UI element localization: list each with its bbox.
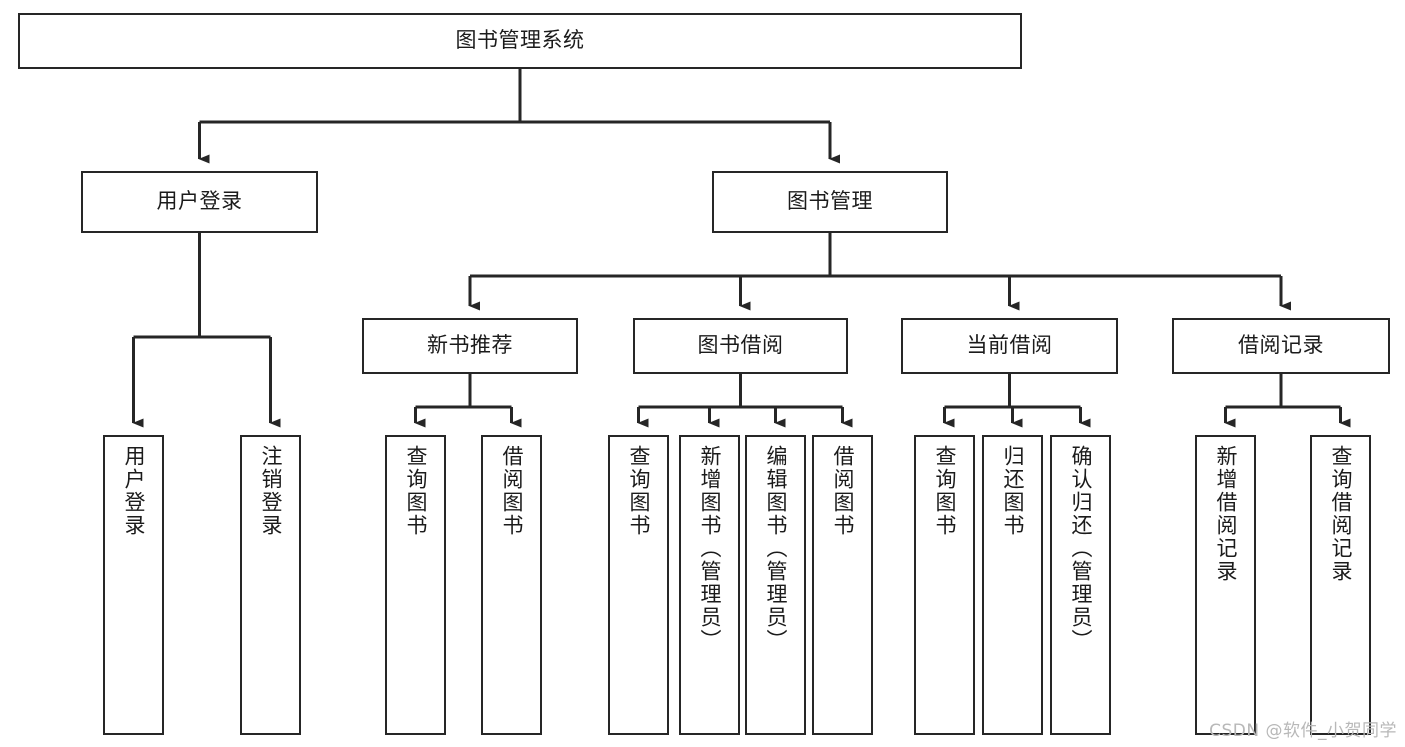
node-leaf-query-book-1[interactable]: 查询图书: [385, 435, 446, 735]
node-label-new-book-rec: 新书推荐: [427, 333, 513, 358]
node-label-leaf-confirm-return: 确认归还（管理员）: [1068, 445, 1093, 652]
node-label-leaf-borrow-book-2: 借阅图书: [830, 445, 855, 537]
watermark-label: CSDN @软件_小贺同学: [1209, 721, 1397, 741]
node-label-leaf-borrow-book-1: 借阅图书: [499, 445, 524, 537]
node-leaf-edit-book[interactable]: 编辑图书（管理员）: [745, 435, 806, 735]
node-borrow-record[interactable]: 借阅记录: [1172, 318, 1390, 374]
node-label-leaf-query-book-2: 查询图书: [626, 445, 651, 537]
node-new-book-rec[interactable]: 新书推荐: [362, 318, 578, 374]
node-user-login[interactable]: 用户登录: [81, 171, 318, 233]
node-label-leaf-add-book: 新增图书（管理员）: [697, 445, 722, 652]
node-label-current-borrow: 当前借阅: [966, 333, 1053, 358]
node-book-manage[interactable]: 图书管理: [712, 171, 948, 233]
node-leaf-query-record[interactable]: 查询借阅记录: [1310, 435, 1371, 735]
node-root[interactable]: 图书管理系统: [18, 13, 1022, 69]
node-leaf-borrow-book-1[interactable]: 借阅图书: [481, 435, 542, 735]
node-label-user-login: 用户登录: [156, 189, 243, 214]
node-leaf-query-book-3[interactable]: 查询图书: [914, 435, 975, 735]
node-leaf-return-book[interactable]: 归还图书: [982, 435, 1043, 735]
node-label-leaf-user-login: 用户登录: [121, 445, 146, 537]
node-leaf-user-logout[interactable]: 注销登录: [240, 435, 301, 735]
node-leaf-confirm-return[interactable]: 确认归还（管理员）: [1050, 435, 1111, 735]
node-label-leaf-user-logout: 注销登录: [258, 445, 283, 537]
node-current-borrow[interactable]: 当前借阅: [901, 318, 1118, 374]
node-leaf-user-login[interactable]: 用户登录: [103, 435, 164, 735]
node-label-book-borrow: 图书借阅: [697, 333, 784, 358]
node-label-leaf-query-book-1: 查询图书: [403, 445, 428, 537]
node-label-book-manage: 图书管理: [787, 189, 873, 214]
node-label-leaf-return-book: 归还图书: [1000, 445, 1025, 537]
node-leaf-borrow-book-2[interactable]: 借阅图书: [812, 435, 873, 735]
node-label-leaf-add-record: 新增借阅记录: [1213, 445, 1238, 583]
node-leaf-add-book[interactable]: 新增图书（管理员）: [679, 435, 740, 735]
node-label-leaf-edit-book: 编辑图书（管理员）: [763, 445, 788, 652]
node-label-borrow-record: 借阅记录: [1238, 333, 1324, 358]
node-leaf-add-record[interactable]: 新增借阅记录: [1195, 435, 1256, 735]
node-book-borrow[interactable]: 图书借阅: [633, 318, 848, 374]
node-label-leaf-query-book-3: 查询图书: [932, 445, 957, 537]
node-leaf-query-book-2[interactable]: 查询图书: [608, 435, 669, 735]
node-label-leaf-query-record: 查询借阅记录: [1328, 445, 1353, 583]
node-label-root: 图书管理系统: [455, 28, 585, 53]
